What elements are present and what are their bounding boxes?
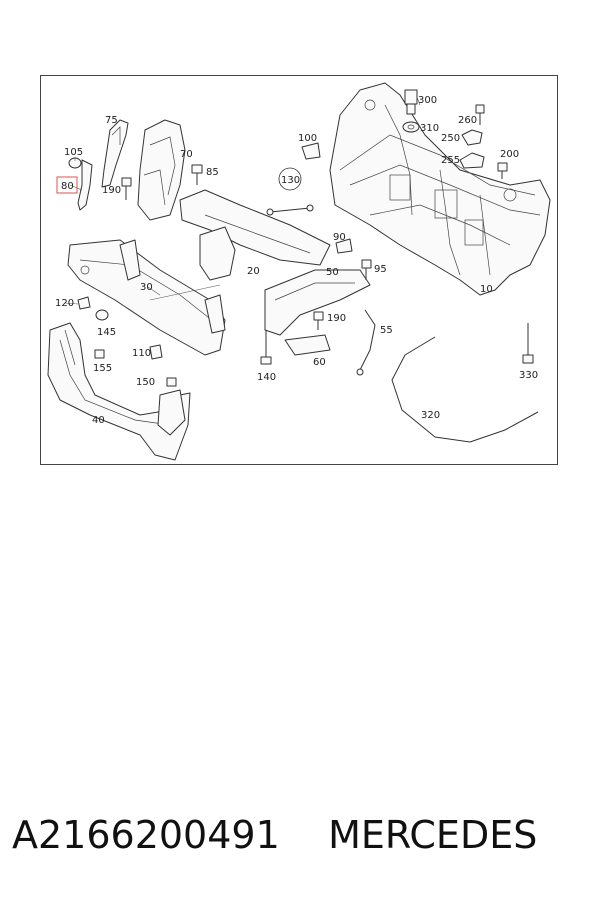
- part-190-screw-top: [121, 177, 132, 200]
- label-85: 85: [206, 167, 219, 178]
- label-55: 55: [380, 325, 393, 336]
- label-255: 255: [441, 155, 460, 166]
- label-320: 320: [421, 410, 440, 421]
- label-120: 120: [55, 298, 74, 309]
- label-300: 300: [418, 95, 437, 106]
- label-310: 310: [420, 123, 439, 134]
- parts-diagram: 300 310 260 250 255 200 75 70 105 80 85 …: [40, 75, 558, 465]
- part-20-cross-member: [179, 189, 331, 281]
- part-130-bolt: [266, 204, 314, 216]
- label-105: 105: [64, 147, 83, 158]
- part-145-nut: [95, 309, 109, 321]
- label-110: 110: [132, 348, 151, 359]
- label-30: 30: [140, 282, 153, 293]
- label-75: 75: [105, 115, 118, 126]
- label-90: 90: [333, 232, 346, 243]
- label-330: 330: [519, 370, 538, 381]
- highlight-box-80: [56, 176, 78, 194]
- label-155: 155: [93, 363, 112, 374]
- part-60-bracket: [284, 334, 331, 356]
- label-250: 250: [441, 133, 460, 144]
- part-140-screw: [260, 330, 272, 365]
- callout-circle-130: [278, 167, 302, 191]
- part-50-bracket: [264, 269, 371, 336]
- brand-name: MERCEDES: [328, 813, 538, 857]
- label-145: 145: [97, 327, 116, 338]
- label-95: 95: [374, 264, 387, 275]
- label-20: 20: [247, 266, 260, 277]
- caption-gap: [280, 813, 328, 857]
- part-10-front-carrier: [329, 82, 551, 296]
- part-190-screw-lower: [313, 311, 324, 330]
- part-number: A2166200491: [12, 813, 280, 857]
- part-100-bracket: [301, 142, 321, 160]
- part-75-bracket: [101, 119, 129, 188]
- label-130: 130: [281, 175, 300, 186]
- part-40-lower-frame: [47, 322, 191, 461]
- part-155-screw: [94, 349, 105, 359]
- label-100: 100: [298, 133, 317, 144]
- label-190-top: 190: [102, 185, 121, 196]
- part-250-clip: [461, 129, 483, 146]
- label-190-lower: 190: [327, 313, 346, 324]
- part-85-screw: [191, 164, 203, 185]
- part-255-clip: [459, 152, 485, 169]
- label-260: 260: [458, 115, 477, 126]
- part-caption: A2166200491 MERCEDES: [12, 805, 592, 865]
- part-260-screw: [475, 104, 485, 125]
- label-150: 150: [136, 377, 155, 388]
- label-50: 50: [326, 267, 339, 278]
- part-95-screw: [361, 259, 372, 280]
- part-70-air-duct: [137, 119, 186, 221]
- part-30-bumper-beam: [67, 239, 226, 356]
- part-90-clip: [335, 238, 353, 254]
- label-70: 70: [180, 149, 193, 160]
- label-200: 200: [500, 149, 519, 160]
- part-55-strut: [356, 309, 376, 376]
- exploded-parts-drawing: 300 310 260 250 255 200 75 70 105 80 85 …: [40, 75, 558, 465]
- part-310-nut: [402, 121, 420, 133]
- part-150-screw: [166, 377, 177, 387]
- part-300-bump-stop: [404, 89, 418, 115]
- label-140: 140: [257, 372, 276, 383]
- part-80-bracket: [77, 159, 93, 211]
- label-60: 60: [313, 357, 326, 368]
- label-10: 10: [480, 284, 493, 295]
- label-40: 40: [92, 415, 105, 426]
- part-110-clip: [149, 344, 163, 360]
- part-200-screw: [497, 162, 508, 179]
- part-330-bolt: [522, 323, 534, 364]
- part-320-cable: [391, 336, 539, 443]
- part-120-clip: [77, 296, 91, 310]
- label-80: 80: [61, 181, 74, 192]
